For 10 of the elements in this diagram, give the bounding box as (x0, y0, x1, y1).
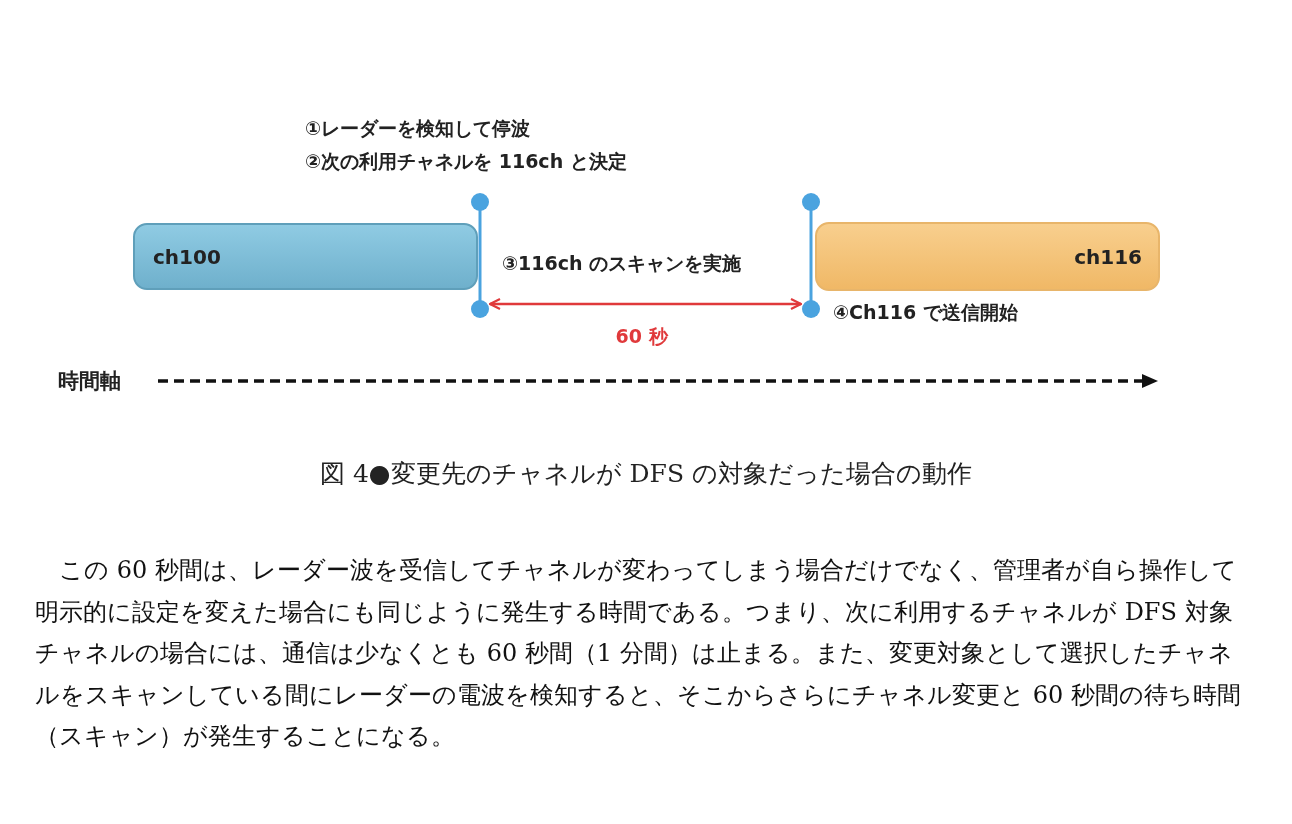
body-paragraph: この 60 秒間は、レーダー波を受信してチャネルが変わってしまう場合だけでなく、管理者が自ら操作して明示的に設定を変えた場合にも同じように発生する時間である。つまり、次に利用するチャネルが DFS 対象チャネルの場合には、通信は少なくとも 60 秒間（1 分間）は止まる。また、変更対象として選択したチャネルをスキャンしている間にレーダーの電波を検知すると、そこからさらにチャネル変更と 60 秒間の待ち時間（スキャン）が発生することになる。 (35, 555, 1242, 752)
figure-caption: 図 4●変更先のチャネルが DFS の対象だった場合の動作 (318, 458, 974, 490)
step-label: ①レーダーを検知して停波 (305, 116, 531, 141)
axis-label: 時間軸 (58, 368, 121, 395)
step-label: ③116ch のスキャンを実施 (502, 251, 742, 276)
step-label: ②次の利用チャネルを 116ch と決定 (305, 149, 627, 174)
step-label: ④Ch116 で送信開始 (833, 300, 1018, 325)
double-arrow (488, 297, 803, 311)
channel-bar: ch116 (815, 222, 1160, 291)
channel-bar: ch100 (133, 223, 478, 290)
